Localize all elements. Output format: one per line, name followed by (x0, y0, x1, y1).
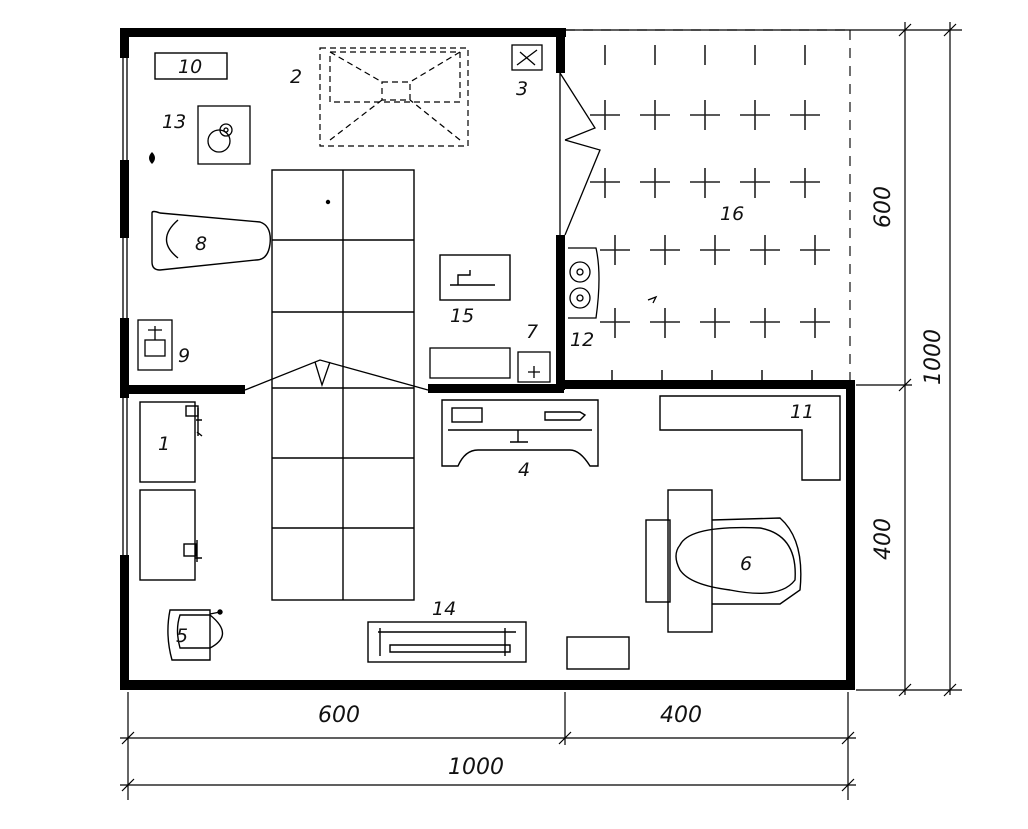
label-10: 10 (178, 56, 202, 78)
equipment-3 (511, 44, 543, 71)
dim-bottom-total: 1000 (448, 755, 504, 780)
dimension-labels: 600 400 1000 600 400 1000 (318, 186, 946, 780)
wall-bottom (120, 680, 855, 690)
wall-left-lower (120, 318, 129, 398)
equipment-10 (154, 52, 228, 80)
equipment-4 (441, 399, 599, 467)
equipment-1 (139, 401, 203, 483)
arrow-marker (647, 295, 658, 304)
wall-left-upper (120, 28, 129, 58)
dim-right-lower: 400 (871, 518, 896, 560)
windows-left (122, 58, 128, 555)
equipment-2 (319, 47, 469, 147)
wall-partition-left (120, 385, 245, 394)
central-grid-platform (271, 169, 415, 601)
label-8: 8 (195, 233, 207, 255)
equipment-15 (439, 254, 511, 301)
partition-door (244, 359, 429, 391)
label-15: 15 (450, 305, 474, 327)
wall-mid-right (556, 380, 855, 389)
equipment-6 (645, 489, 802, 633)
dim-bottom-right: 400 (660, 703, 702, 728)
equipment-9 (137, 319, 173, 371)
wall-inner-lower (556, 235, 565, 390)
label-3: 3 (516, 78, 528, 100)
grid-markers (590, 45, 830, 385)
label-4: 4 (518, 459, 530, 481)
equipment-5 (167, 609, 224, 661)
folding-door (559, 72, 601, 236)
outdoor-grid-area (565, 29, 851, 385)
equipment-box (566, 636, 630, 670)
wall-top (120, 28, 566, 37)
equipment-13 (197, 105, 251, 165)
label-5: 5 (176, 625, 188, 647)
label-2: 2 (290, 66, 302, 88)
equipment-1b (139, 489, 202, 581)
wall-left-mid (120, 160, 129, 238)
wall-right (846, 380, 855, 690)
label-12: 12 (570, 329, 594, 351)
equipment-8 (151, 210, 271, 271)
walls (120, 28, 855, 690)
label-7: 7 (526, 321, 538, 343)
wall-partition-right (428, 384, 564, 393)
equipment-11 (659, 395, 841, 481)
equipment-12 (568, 247, 600, 319)
dim-bottom-left: 600 (318, 703, 360, 728)
label-1: 1 (158, 433, 170, 455)
equipment-labels: 10 2 3 13 8 16 15 7 12 9 11 1 4 6 14 5 (158, 56, 814, 647)
label-9: 9 (178, 345, 190, 367)
label-11: 11 (790, 401, 814, 423)
wall-inner-upper (556, 28, 565, 73)
label-6: 6 (740, 553, 752, 575)
label-16: 16 (720, 203, 744, 225)
label-13: 13 (162, 111, 186, 133)
equipment-14 (367, 621, 527, 663)
equipment-7 (429, 347, 551, 383)
dim-right-upper: 600 (871, 186, 896, 228)
label-14: 14 (432, 598, 456, 620)
dim-right-total: 1000 (921, 329, 946, 385)
wall-left-bottom (120, 555, 129, 690)
drop-marker (149, 152, 155, 164)
dimension-lines (120, 22, 962, 800)
